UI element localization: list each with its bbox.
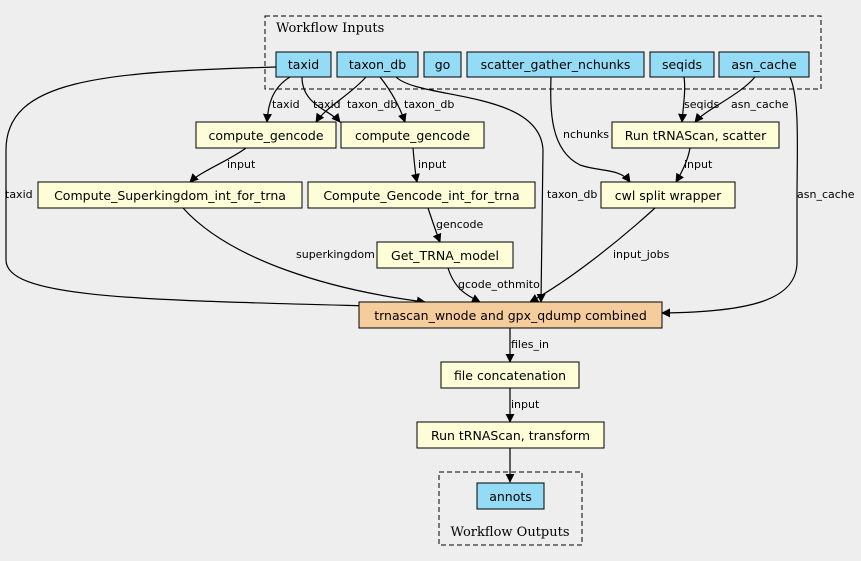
edge-taxondb-combined [395,76,546,303]
edge-label-cg2-input: input [418,158,447,171]
edge-label-concat-input: input [511,398,540,411]
node-taxon-db[interactable]: taxon_db [336,51,419,78]
edge-label-gencode: gencode [436,218,483,231]
node-asn-cache-label: asn_cache [731,57,797,72]
node-taxid-label: taxid [288,57,319,72]
edge-taxondb-cg2 [379,76,407,123]
node-trnascan-combined[interactable]: trnascan_wnode and gpx_qdump combined [358,301,663,329]
edge-label-taxid-cg2: taxid [313,98,341,111]
node-get-trna-model[interactable]: Get_TRNA_model [376,241,514,269]
node-compute-gencode-2-label: compute_gencode [355,128,470,143]
node-annots[interactable]: annots [476,482,545,510]
edge-seqids [678,76,688,123]
node-run-trnascan-scatter[interactable]: Run tRNAScan, scatter [611,121,780,149]
node-compute-gencode-1[interactable]: compute_gencode [195,121,337,149]
node-annots-label: annots [489,489,532,504]
edge-label-seqids: seqids [684,98,720,111]
edge-label-nchunks: nchunks [563,128,609,141]
input-nodes: taxid taxon_db go scatter_gather_nchunks… [275,51,810,78]
node-compute-gencode-int[interactable]: Compute_Gencode_int_for_trna [307,181,536,209]
node-asn-cache[interactable]: asn_cache [718,51,810,78]
node-cwl-split-wrapper[interactable]: cwl split wrapper [600,181,736,209]
node-cwl-split-wrapper-label: cwl split wrapper [615,188,722,203]
edge-asncache-scatter [694,76,756,123]
node-trnascan-combined-label: trnascan_wnode and gpx_qdump combined [374,308,647,323]
node-run-trnascan-scatter-label: Run tRNAScan, scatter [625,128,767,143]
edge-nchunks [550,76,631,183]
edge-label-asncache-combined: asn_cache [797,188,855,201]
node-run-trnascan-transform-label: Run tRNAScan, transform [431,428,590,443]
edge-scatter-cwl [675,147,691,183]
workflow-outputs-label: Workflow Outputs [451,525,570,540]
edge-label-taxid-combined: taxid [5,188,33,201]
node-compute-superkingdom-label: Compute_Superkingdom_int_for_trna [54,188,286,203]
edge-label-scatter-input: input [684,158,713,171]
node-compute-superkingdom[interactable]: Compute_Superkingdom_int_for_trna [37,181,303,209]
workflow-inputs-label: Workflow Inputs [276,21,384,36]
edge-label-cg1-input: input [227,158,256,171]
edge-label-taxondb-combined: taxon_db [547,188,597,201]
edge-gencodeint-gettrna [427,207,442,243]
node-file-concatenation-label: file concatenation [454,368,566,383]
edge-label-taxondb-cg2: taxon_db [404,98,454,111]
edge-taxid-cg2 [301,76,341,123]
node-compute-gencode-1-label: compute_gencode [208,128,323,143]
node-taxon-db-label: taxon_db [349,57,406,72]
node-seqids-label: seqids [662,57,702,72]
edge-taxid-cg1 [262,76,291,123]
node-scatter-gather-nchunks[interactable]: scatter_gather_nchunks [466,51,645,78]
edge-gettrna-combined [447,267,481,303]
node-seqids[interactable]: seqids [649,51,715,78]
edge-label-input-jobs: input_jobs [613,248,670,261]
edge-taxondb-cg1 [315,76,367,123]
edge-taxid-combined [5,66,411,312]
edge-superkingdom-combined [182,207,426,306]
edge-cwl-combined [529,207,656,303]
node-go[interactable]: go [423,51,462,78]
edge-asncache-combined [661,76,799,318]
edge-cg1-superkingdom [189,147,247,183]
edge-labels: taxid taxid taxon_db taxon_db nchunks se… [5,98,855,411]
node-file-concatenation[interactable]: file concatenation [440,361,580,389]
workflow-inputs-cluster: Workflow Inputs [264,15,822,90]
edge-label-gcode-othmito: gcode_othmito [458,278,540,291]
edge-cg2-gencodeint [410,147,420,183]
edges [5,66,799,483]
node-taxid[interactable]: taxid [275,51,332,78]
edge-label-asncache-scatter: asn_cache [731,98,789,111]
edge-label-taxondb-cg1: taxon_db [347,98,397,111]
edge-label-taxid-cg1: taxid [272,98,300,111]
node-scatter-gather-nchunks-label: scatter_gather_nchunks [481,57,631,72]
workflow-outputs-cluster: Workflow Outputs [438,471,583,546]
node-go-label: go [435,57,451,72]
step-nodes: compute_gencode compute_gencode Run tRNA… [37,121,780,449]
edge-label-files-in: files_in [511,338,549,351]
node-run-trnascan-transform[interactable]: Run tRNAScan, transform [416,421,605,449]
node-compute-gencode-2[interactable]: compute_gencode [340,121,485,149]
node-get-trna-model-label: Get_TRNA_model [391,248,499,263]
edge-label-superkingdom: superkingdom [296,248,375,261]
node-compute-gencode-int-label: Compute_Gencode_int_for_trna [323,188,519,203]
